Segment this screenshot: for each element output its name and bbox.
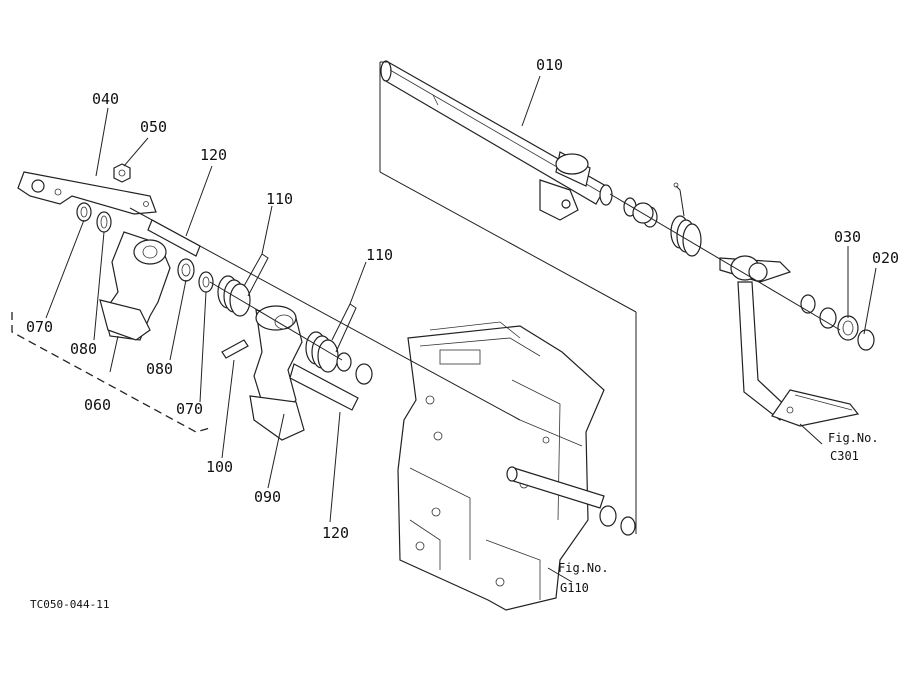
callout-110-right: 110 (366, 246, 393, 264)
right-pedal-arm (719, 255, 860, 427)
bracket-040 (17, 171, 157, 215)
callout-040: 040 (92, 90, 119, 108)
fig-ref-c301-label: Fig.No. (828, 431, 879, 445)
callout-labels: 010 020 030 040 050 060 070 070 080 080 … (26, 56, 899, 542)
shaft-010 (380, 60, 613, 221)
fig-ref-g110: Fig.No. G110 (558, 561, 609, 595)
spring-110-left (217, 253, 269, 317)
callout-030: 030 (834, 228, 861, 246)
callout-070-right: 070 (176, 400, 203, 418)
lower-shaft (506, 466, 605, 509)
callout-060: 060 (84, 396, 111, 414)
spring-110-right (305, 303, 357, 373)
washers-right (800, 294, 875, 351)
callout-050: 050 (140, 118, 167, 136)
fig-ref-g110-number: G110 (560, 581, 589, 595)
collars-center (336, 352, 636, 536)
nut-050 (113, 163, 131, 183)
callout-090: 090 (254, 488, 281, 506)
callout-080-left: 080 (70, 340, 97, 358)
fig-ref-c301-number: C301 (830, 449, 859, 463)
group-boundary-060 (11, 312, 211, 433)
callout-120-top: 120 (200, 146, 227, 164)
callout-070-left: 070 (26, 318, 53, 336)
pedal-frame (397, 321, 605, 611)
callout-100: 100 (206, 458, 233, 476)
shaft-rings (623, 197, 658, 228)
shaft-spring (670, 182, 702, 257)
assembly-lines (129, 61, 841, 534)
pin-100 (221, 339, 249, 359)
callout-110-left: 110 (266, 190, 293, 208)
pedal-090 (249, 305, 359, 441)
callout-020: 020 (872, 249, 899, 267)
left-bushings (76, 202, 214, 293)
drawing-code: TC050-044-11 (30, 598, 109, 611)
callout-120-bottom: 120 (322, 524, 349, 542)
fig-ref-c301: Fig.No. C301 (828, 431, 879, 463)
leader-lines (45, 75, 877, 583)
callout-080-right: 080 (146, 360, 173, 378)
pedal-060 (99, 219, 201, 341)
callout-010: 010 (536, 56, 563, 74)
fig-ref-g110-label: Fig.No. (558, 561, 609, 575)
